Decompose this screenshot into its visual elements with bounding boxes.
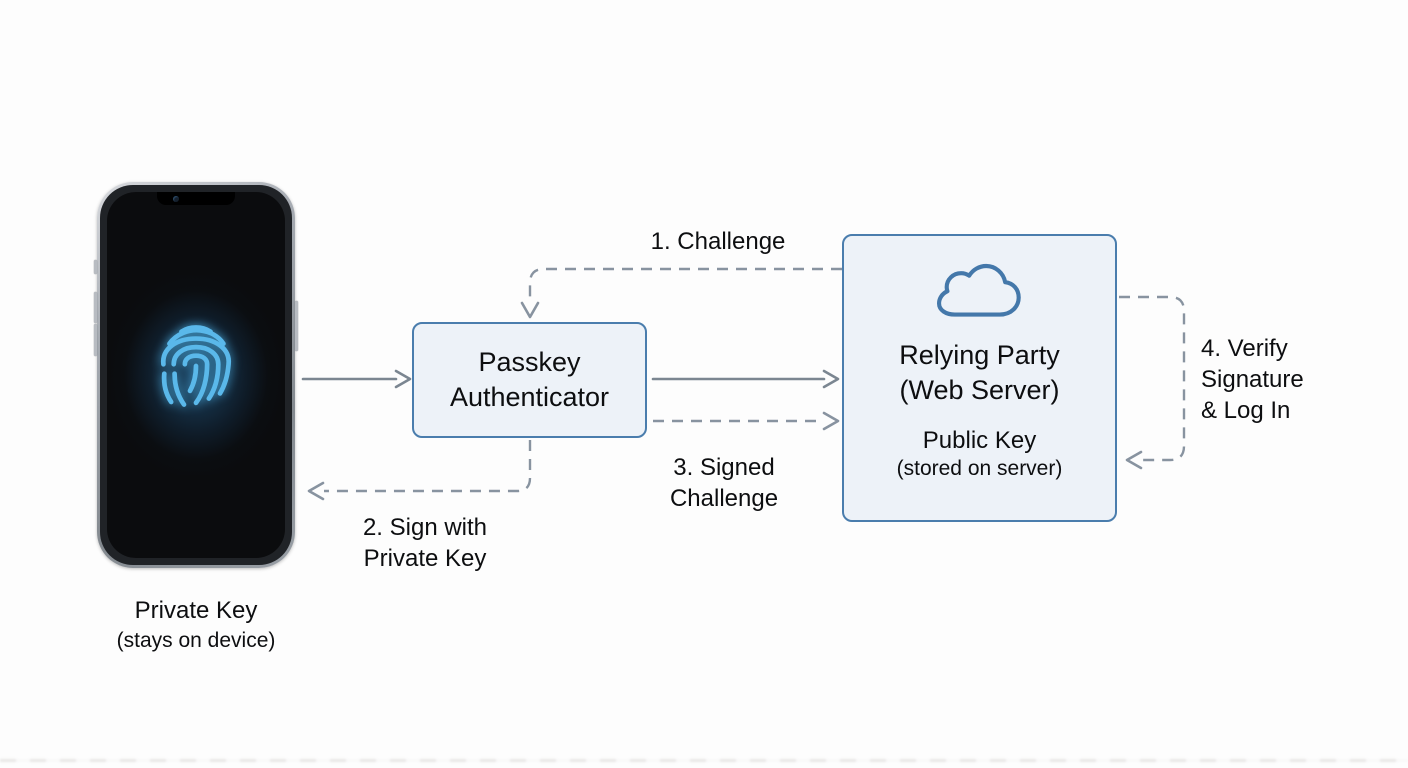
relying-party-title: Relying Party (Web Server) [899,338,1060,408]
phone-camera-dot [173,196,179,202]
step3-line2: Challenge [669,485,779,512]
device-caption-subtitle: (stays on device) [116,629,276,652]
cloud-icon [936,263,1021,317]
phone-bezel [100,185,292,565]
public-key-line2: (stored on server) [896,457,1063,480]
relying-party-box: Relying Party (Web Server) Public Key (s… [842,234,1117,522]
public-key-label: Public Key (stored on server) [897,426,1063,483]
device-caption: Private Key (stays on device) [117,596,276,656]
phone-screen [107,192,285,558]
step2-line2: Private Key [363,545,487,572]
device-caption-title: Private Key [134,597,258,624]
arrow-device-to-authenticator [301,369,412,389]
arrow-challenge [520,267,842,319]
step3-line1: 3. Signed [673,454,775,481]
arrow-sign-with-private-key [307,440,532,501]
fingerprint-icon [161,325,231,407]
step1-challenge-label: 1. Challenge [650,228,786,255]
passkey-authenticator-label: Passkey Authenticator [450,345,609,415]
step3-signed-challenge-label: 3. Signed Challenge [670,452,778,514]
arrow-authenticator-to-relying-party [651,369,840,389]
arrow-verify-loop [1119,295,1186,470]
authenticator-label-line1: Passkey [478,347,581,377]
relying-party-title-line1: Relying Party [899,340,1060,370]
cloud-icon-wrap [935,260,1025,326]
public-key-line1: Public Key [922,427,1037,454]
smartphone [94,182,298,568]
phone-power-button [295,301,298,351]
step4-line2: Signature [1201,366,1304,393]
phone-volume-up-button [94,292,97,323]
phone-volume-down-button [94,324,97,356]
step4-verify-label: 4. Verify Signature & Log In [1201,333,1304,426]
relying-party-title-line2: (Web Server) [899,375,1060,405]
step4-line1: 4. Verify [1201,335,1288,362]
phone-notch [157,192,235,205]
passkey-authenticator-box: Passkey Authenticator [412,322,647,438]
arrow-signed-challenge [653,411,840,431]
step2-sign-label: 2. Sign with Private Key [363,512,487,574]
step4-line3: & Log In [1201,397,1291,424]
step2-line1: 2. Sign with [362,514,488,541]
phone-mute-switch [94,260,97,274]
authenticator-label-line2: Authenticator [449,382,610,412]
paper-edge [0,759,1408,762]
